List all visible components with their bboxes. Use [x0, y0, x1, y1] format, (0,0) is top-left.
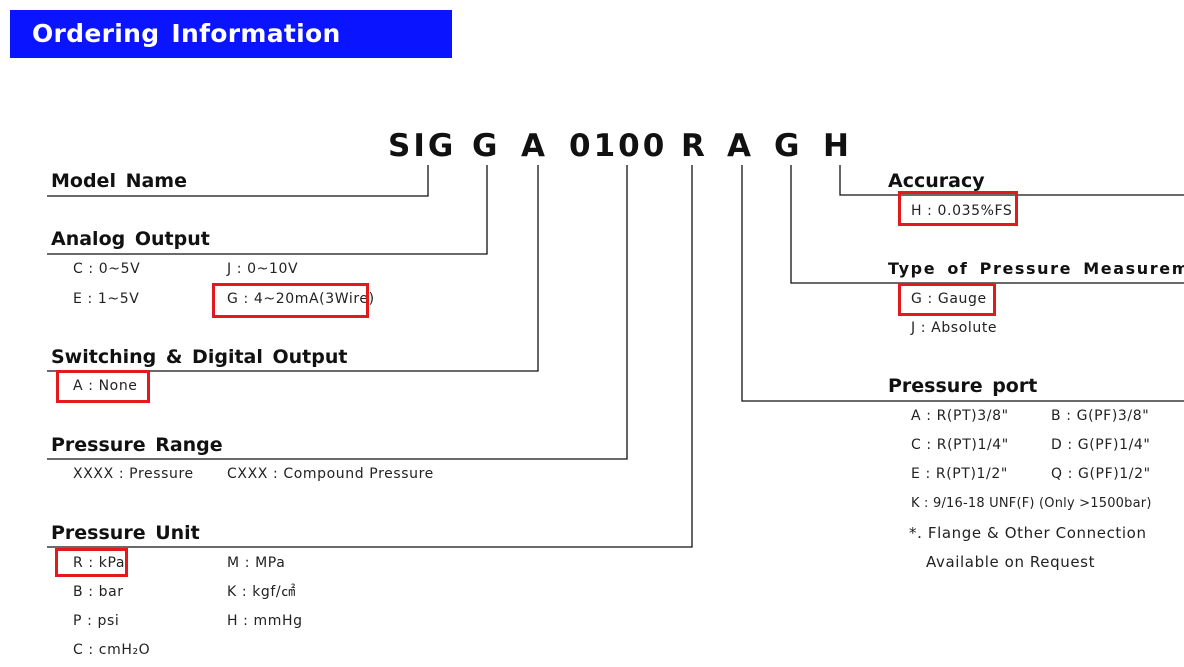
measurement-option-g: G : Gauge	[911, 291, 987, 307]
analog-output-selected-highlight	[212, 283, 369, 318]
code-pressure-port: A	[727, 128, 754, 164]
port-option-k: K : 9/16-18 UNF(F) (Only >1500bar)	[911, 496, 1152, 511]
leader-pressure-port	[741, 165, 1184, 402]
leader-accuracy	[839, 165, 1184, 196]
unit-option-h: H : mmHg	[227, 613, 303, 629]
leader-pressure-unit	[47, 165, 693, 548]
code-pressure-range: 0100	[569, 128, 668, 164]
port-option-e: E : R(PT)1/2"	[911, 466, 1008, 482]
unit-option-k: K : kgf/㎠	[227, 584, 296, 600]
ordering-information-banner: Ordering Information	[10, 10, 452, 58]
port-option-d: D : G(PF)1/4"	[1051, 437, 1151, 453]
pressure-port-heading: Pressure port	[888, 375, 1038, 397]
leader-measurement-type	[790, 165, 1184, 284]
leader-switching-output	[47, 165, 539, 372]
measurement-type-selected-highlight	[898, 283, 996, 316]
measurement-type-heading: Type of Pressure Measurement	[888, 259, 1184, 278]
unit-option-r: R : kPa	[73, 555, 126, 571]
port-option-a: A : R(PT)3/8"	[911, 408, 1009, 424]
code-switching-output: A	[521, 128, 548, 164]
pressure-range-heading: Pressure Range	[51, 434, 223, 456]
leader-analog-output	[47, 165, 488, 255]
pressure-unit-heading: Pressure Unit	[51, 522, 200, 544]
leader-pressure-range	[47, 165, 628, 460]
switching-output-selected-highlight	[56, 370, 150, 403]
code-pressure-unit: R	[681, 128, 708, 164]
analog-option-c: C : 0~5V	[73, 261, 141, 277]
unit-option-p: P : psi	[73, 613, 120, 629]
port-option-c: C : R(PT)1/4"	[911, 437, 1009, 453]
analog-option-g: G : 4~20mA(3Wire)	[227, 291, 375, 307]
unit-option-b: B : bar	[73, 584, 124, 600]
accuracy-selected-highlight	[898, 191, 1018, 226]
port-option-b: B : G(PF)3/8"	[1051, 408, 1150, 424]
measurement-option-j: J : Absolute	[911, 320, 998, 336]
leader-model-name	[47, 165, 429, 197]
code-accuracy: H	[823, 128, 852, 164]
port-note-line-1: *. Flange & Other Connection	[909, 524, 1147, 542]
unit-option-m: M : MPa	[227, 555, 286, 571]
analog-option-e: E : 1~5V	[73, 291, 140, 307]
range-option-cxxx: CXXX : Compound Pressure	[227, 466, 434, 482]
code-model: SIG	[388, 128, 457, 164]
code-analog-output: G	[472, 128, 501, 164]
model-name-heading: Model Name	[51, 170, 187, 192]
range-option-xxxx: XXXX : Pressure	[73, 466, 194, 482]
pressure-unit-selected-highlight	[55, 548, 128, 577]
unit-option-c: C : cmH₂O	[73, 642, 151, 658]
code-measurement-type: G	[774, 128, 803, 164]
accuracy-option-h: H : 0.035%FS	[911, 203, 1013, 219]
analog-option-j: J : 0~10V	[227, 261, 299, 277]
accuracy-heading: Accuracy	[888, 170, 985, 192]
port-option-q: Q : G(PF)1/2"	[1051, 466, 1151, 482]
port-note-line-2: Available on Request	[926, 553, 1096, 571]
analog-output-heading: Analog Output	[51, 228, 210, 250]
switching-option-a: A : None	[73, 378, 138, 394]
switching-output-heading: Switching & Digital Output	[51, 346, 348, 368]
